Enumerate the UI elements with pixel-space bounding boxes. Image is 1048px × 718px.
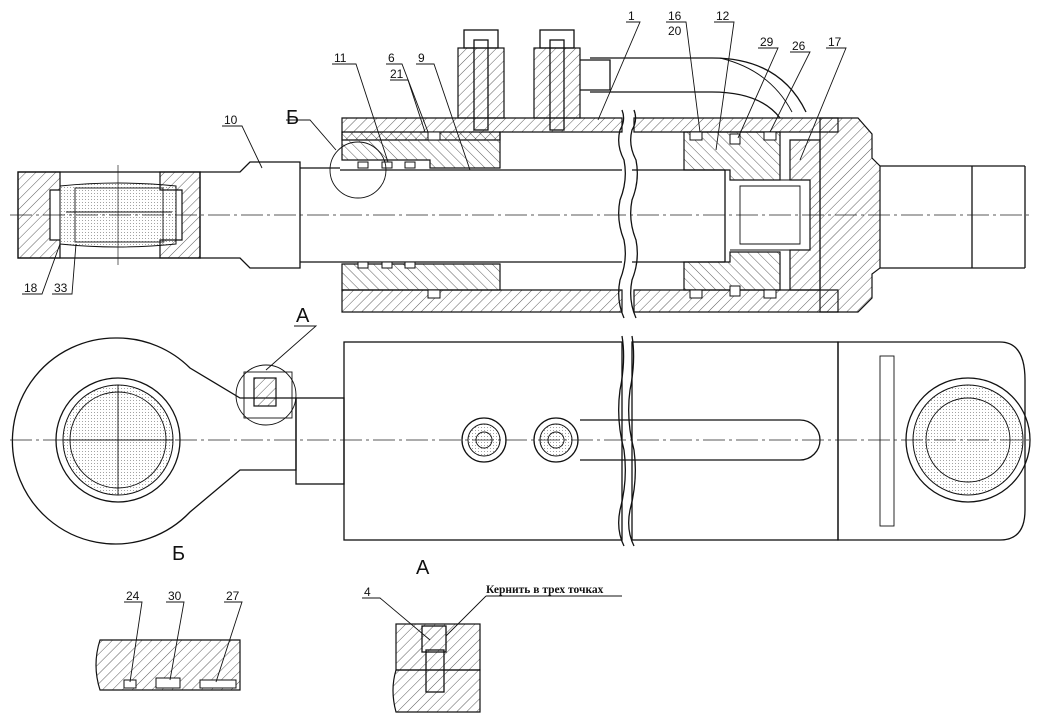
callout-11: 11 <box>334 51 347 65</box>
callout-9: 9 <box>418 51 425 65</box>
seals <box>357 131 777 299</box>
callout-4: 4 <box>364 585 371 599</box>
callout-33: 33 <box>54 281 68 295</box>
callout-29: 29 <box>760 35 774 49</box>
port-fitting-2 <box>533 29 611 131</box>
barrel-side <box>343 335 839 547</box>
callout-16: 16 <box>668 9 682 23</box>
piston-rod <box>340 169 726 263</box>
detail-b <box>95 639 241 691</box>
callout-10: 10 <box>224 113 238 127</box>
callout-1: 1 <box>628 9 635 23</box>
callout-26: 26 <box>792 39 806 53</box>
section-mark-a-detail: А <box>416 557 430 579</box>
leader-lines <box>22 21 847 683</box>
sectional-view <box>10 29 1030 319</box>
callout-labels: 1 16 20 12 29 26 17 11 6 21 9 10 18 33 2… <box>24 9 842 603</box>
port-fitting-1 <box>457 29 505 131</box>
punching-note: Кернить в трех точках <box>486 584 604 596</box>
callout-27: 27 <box>226 589 240 603</box>
section-mark-a-top: А <box>296 305 310 327</box>
callout-20: 20 <box>668 24 682 38</box>
callout-30: 30 <box>168 589 182 603</box>
callout-18: 18 <box>24 281 38 295</box>
piston <box>683 131 821 291</box>
end-cap-side <box>837 341 1031 541</box>
section-mark-b-detail: Б <box>172 543 185 565</box>
detail-a <box>392 623 481 713</box>
callout-6: 6 <box>388 51 395 65</box>
section-marks: Б А Б А <box>172 107 430 579</box>
section-mark-b-top: Б <box>286 107 299 129</box>
callout-12: 12 <box>716 9 730 23</box>
callout-24: 24 <box>126 589 140 603</box>
callout-17: 17 <box>828 35 842 49</box>
hydraulic-tube <box>590 57 807 119</box>
side-view <box>10 335 1031 547</box>
detail-b-marker-circle <box>329 141 387 199</box>
rod-eye-side <box>11 337 345 545</box>
callout-21: 21 <box>390 67 404 81</box>
